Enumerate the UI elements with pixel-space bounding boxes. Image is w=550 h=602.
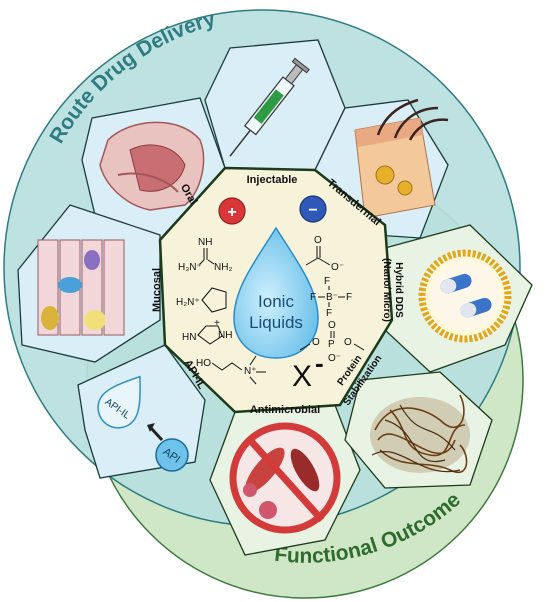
no-bacteria-icon: [229, 422, 341, 534]
protein-fibers-icon: [370, 394, 470, 474]
anion-sign: −: [308, 202, 317, 219]
svg-text:F: F: [326, 308, 332, 319]
oral-cavity-icon: [99, 121, 205, 211]
svg-text:O⁻: O⁻: [331, 262, 344, 273]
drop-label-line2: Liquids: [249, 313, 303, 332]
svg-text:H₃N⁺: H₃N⁺: [178, 262, 202, 273]
label-mucosal: Mucosal: [151, 268, 163, 312]
api-il-drop-icon: API-IL: [97, 375, 141, 429]
panel-antimicrobial: [209, 404, 361, 556]
svg-text:O⁻: O⁻: [328, 353, 341, 364]
acetate-structure: O O⁻: [305, 235, 344, 273]
cation-sign: +: [227, 204, 236, 221]
arrow-icon: [147, 423, 155, 432]
tetrafluoroborate-structure: F F B⁻ F F: [310, 276, 352, 319]
mucosal-cells-icon: [37, 239, 125, 336]
svg-text:F: F: [310, 292, 316, 303]
panel-injectable: [204, 39, 346, 171]
svg-text:HO: HO: [196, 358, 211, 369]
imidazolium-structure: HN NH +: [182, 318, 232, 345]
svg-text:P: P: [328, 339, 335, 350]
svg-text:O: O: [344, 337, 352, 348]
svg-text:O: O: [314, 235, 322, 246]
svg-text:N⁺: N⁺: [244, 366, 257, 377]
skin-layers-icon: [354, 98, 449, 219]
svg-text:NH: NH: [218, 330, 232, 341]
svg-text:O: O: [328, 320, 336, 331]
cation-plus-icon: [218, 197, 246, 225]
ionic-liquids-drop: Ionic Liquids: [233, 226, 319, 359]
label-antimicrobial: Antimicrobial: [250, 404, 320, 416]
svg-text:NH: NH: [198, 237, 212, 248]
svg-text:+: +: [214, 318, 220, 329]
svg-text:NH₂: NH₂: [214, 262, 232, 273]
api-circle-icon: [155, 438, 189, 472]
svg-text:HN: HN: [182, 332, 196, 343]
guanidinium-structure: NH H₃N⁺ NH₂: [178, 237, 232, 273]
svg-text:F: F: [324, 276, 330, 287]
anion-x-charge: -: [315, 348, 324, 378]
phosphate-structure: O P O O O⁻: [299, 320, 365, 364]
svg-text:H₂N⁺: H₂N⁺: [176, 297, 200, 308]
syringe-icon: [229, 57, 310, 157]
label-hybrid-dds: Hybrid DDS: [393, 262, 404, 318]
panel-protein-stabilization: [344, 371, 493, 489]
anion-x-symbol: X: [292, 360, 312, 393]
svg-text:F: F: [346, 292, 352, 303]
pyrrolidinium-structure: H₂N⁺: [176, 287, 227, 313]
label-injectable: Injectable: [247, 174, 298, 186]
svg-text:O: O: [312, 337, 320, 348]
svg-text:B⁻: B⁻: [326, 292, 338, 303]
liposome-capsule-icon: [418, 249, 512, 343]
choline-structure: HO N⁺: [196, 355, 266, 385]
drop-label-line1: Ionic: [258, 292, 294, 311]
panel-hybrid-dds: [384, 224, 533, 373]
anion-minus-icon: [299, 195, 327, 223]
panel-mucosal: [17, 204, 161, 363]
label-hybrid-dds-sub: (Nano/ Micro): [381, 258, 392, 322]
